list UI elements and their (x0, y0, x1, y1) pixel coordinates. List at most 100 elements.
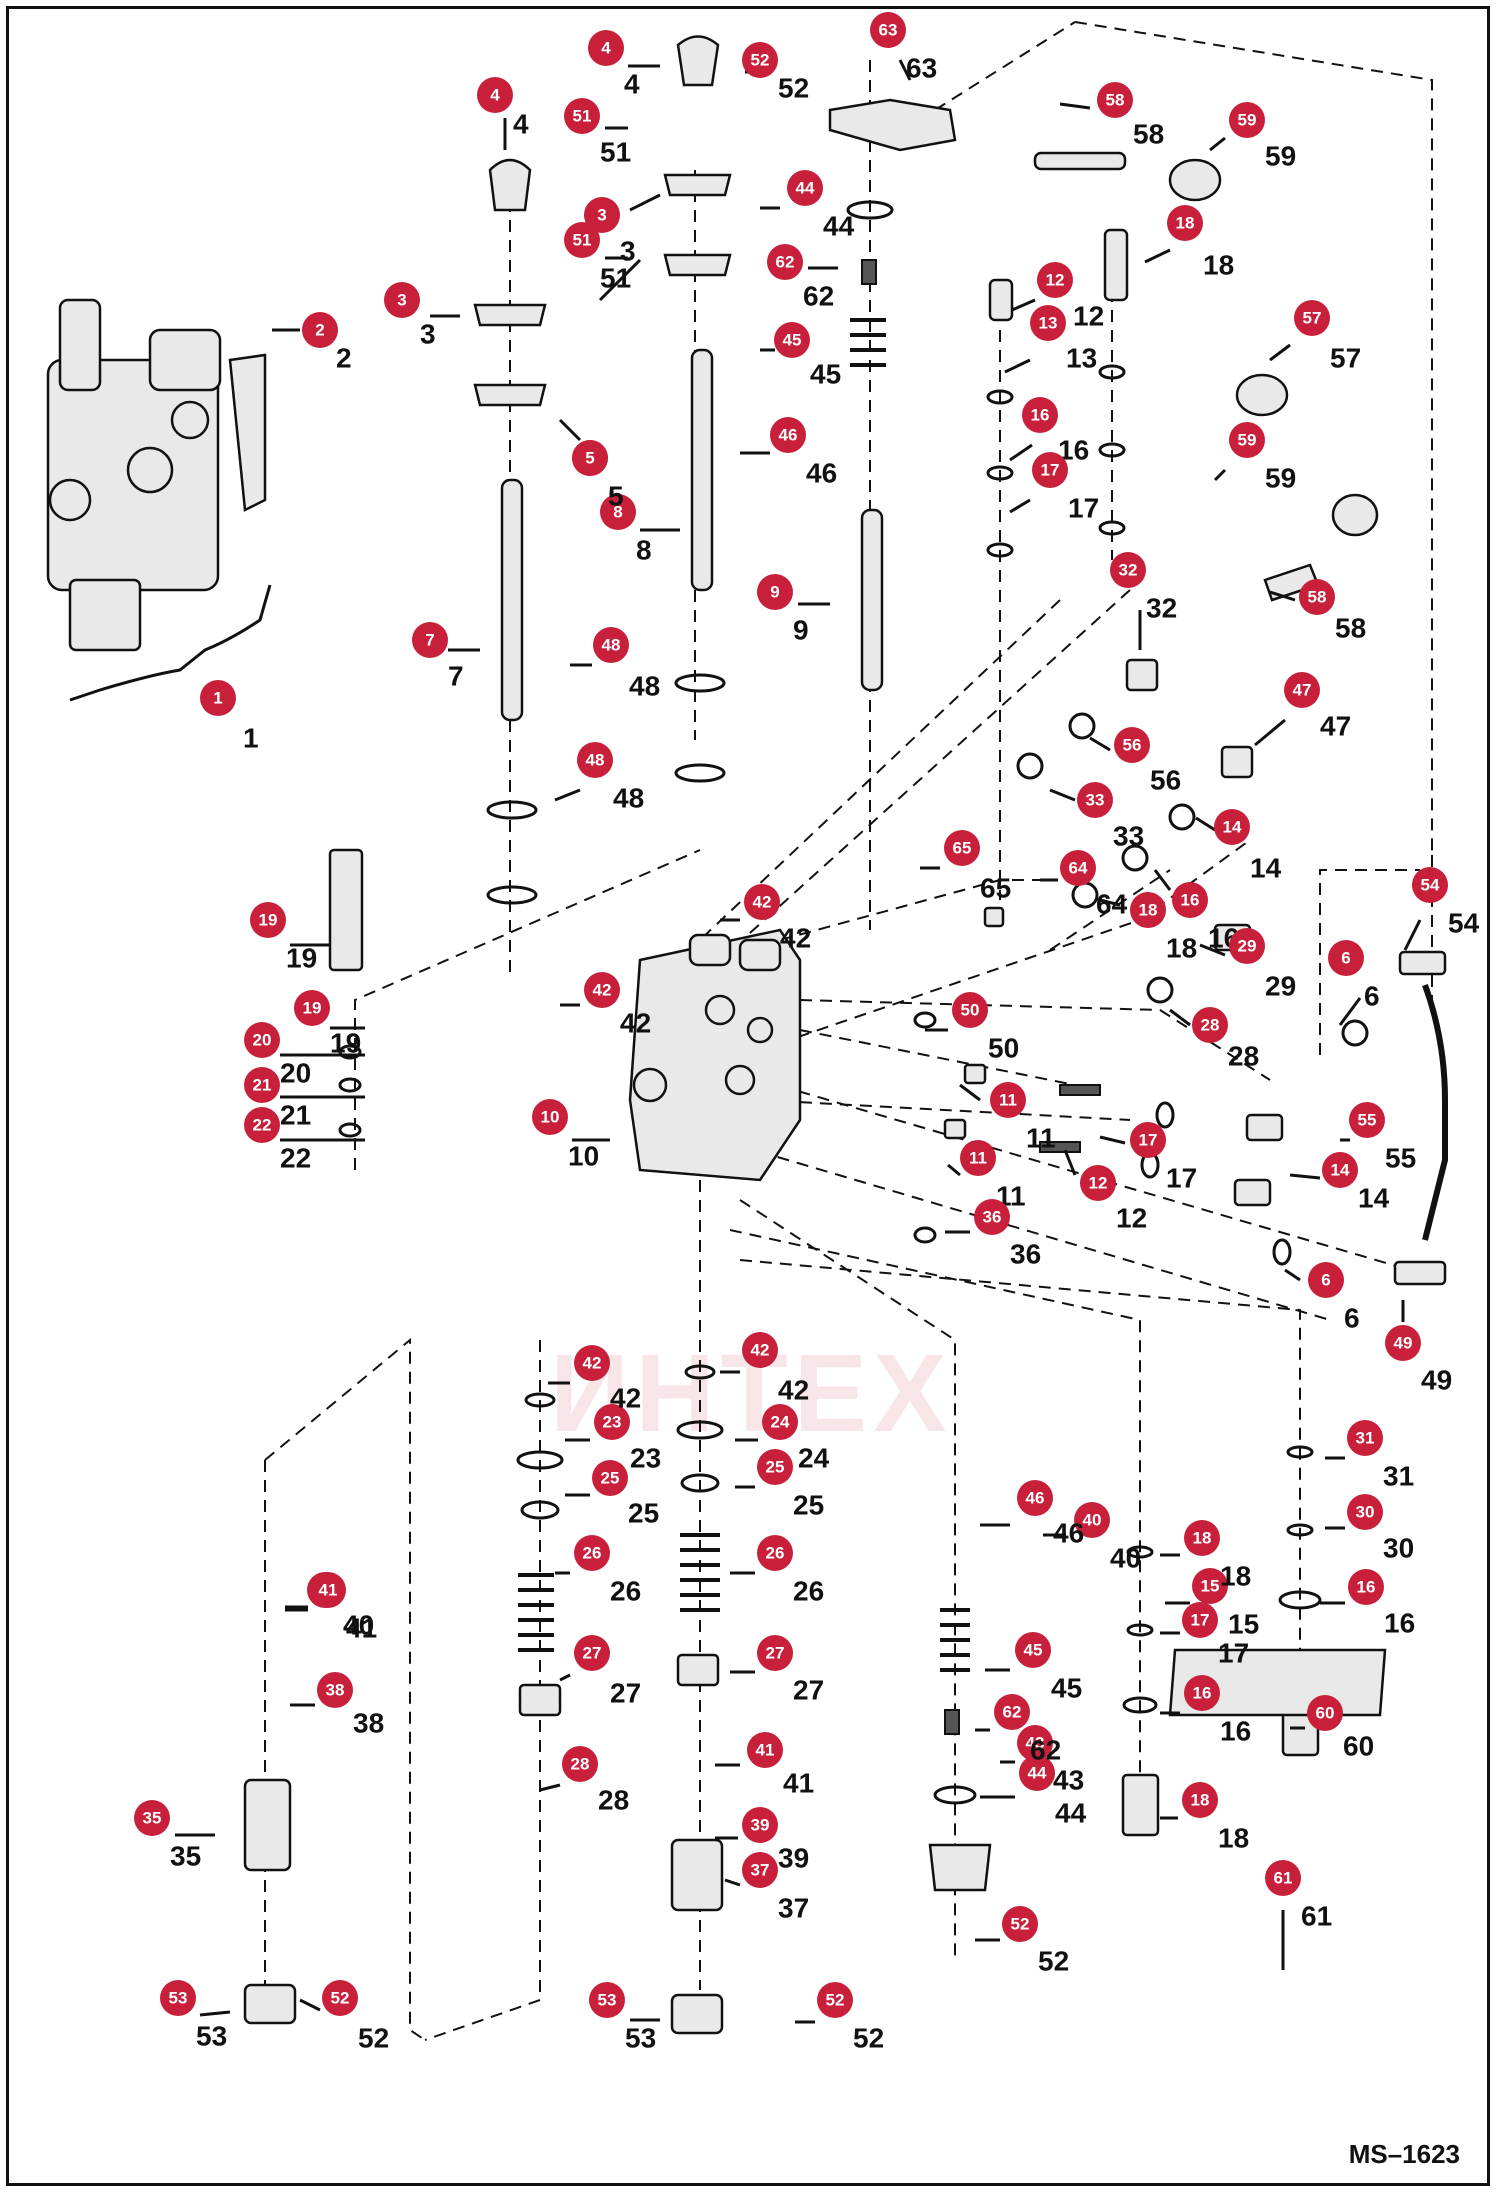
leader-line (1144, 248, 1171, 264)
leader-line (1099, 1135, 1126, 1145)
callout-circle (1017, 1725, 1053, 1761)
callout-badge: 60 (1307, 1695, 1343, 1731)
callout-badge: 27 (757, 1635, 793, 1671)
part-number-label: 6 (1344, 1303, 1360, 1334)
callout-number: 27 (583, 1644, 602, 1663)
callout-number: 3 (597, 206, 606, 225)
callout-circle (564, 222, 600, 258)
callout-number: 45 (1024, 1641, 1043, 1660)
callout-number: 51 (573, 107, 592, 126)
callout-circle (200, 680, 236, 716)
callout-number: 49 (1394, 1334, 1413, 1353)
callout-number: 11 (969, 1149, 987, 1168)
leader-line (1099, 898, 1121, 907)
leader-line (1009, 443, 1033, 462)
callout-circle (952, 992, 988, 1028)
callout-badge: 14 (1214, 809, 1250, 845)
callout-number: 12 (1046, 271, 1065, 290)
callout-badge: 50 (952, 992, 988, 1028)
callout-number: 24 (771, 1413, 790, 1432)
callout-circle (1229, 422, 1265, 458)
callout-number: 65 (953, 839, 972, 858)
part-number-label: 43 (1053, 1765, 1084, 1796)
callout-badge: 52 (1002, 1906, 1038, 1942)
callout-badge: 21 (244, 1067, 280, 1103)
callout-number: 44 (1028, 1764, 1047, 1783)
callout-number: 26 (766, 1544, 785, 1563)
part-number-label: 31 (1383, 1461, 1414, 1492)
callout-circle (757, 574, 793, 610)
callout-number: 11 (999, 1091, 1017, 1110)
callout-number: 16 (1193, 1684, 1212, 1703)
part-number-label: 41 (783, 1768, 814, 1799)
part-number-label: 25 (628, 1498, 659, 1529)
callout-number: 38 (326, 1681, 345, 1700)
callout-number: 48 (602, 636, 621, 655)
callout-circle (564, 98, 600, 134)
part-number-label: 53 (625, 2023, 656, 2054)
callout-badge: 54 (1412, 867, 1448, 903)
part-number-label: 44 (1055, 1798, 1087, 1829)
callout-badge: 12 (1037, 262, 1073, 298)
callout-circle (294, 990, 330, 1026)
callout-circle (1265, 1860, 1301, 1896)
part-number-label: 52 (358, 2023, 389, 2054)
callout-number: 7 (425, 631, 434, 650)
callout-number: 46 (779, 426, 798, 445)
callout-circle (1130, 892, 1166, 928)
part-number-label: 17 (1068, 493, 1099, 524)
callout-badge: 18 (1184, 1520, 1220, 1556)
callout-circle (1030, 305, 1066, 341)
callout-circle (1322, 1152, 1358, 1188)
callout-badge: 15 (1192, 1568, 1228, 1604)
leader-line (1153, 869, 1172, 891)
callout-number: 17 (1139, 1131, 1158, 1150)
part-number-label: 28 (598, 1785, 629, 1816)
callout-circle (1017, 1480, 1053, 1516)
callout-number: 64 (1069, 859, 1088, 878)
callout-badge: 18 (1167, 205, 1203, 241)
part-number-label: 58 (1133, 119, 1164, 150)
callout-circle (302, 312, 338, 348)
callout-number: 31 (1356, 1429, 1375, 1448)
callout-number: 57 (1303, 309, 1322, 328)
callout-circle (1182, 1602, 1218, 1638)
part-number-label: 26 (793, 1576, 824, 1607)
part-number-label: 3 (420, 319, 436, 350)
callout-badge: 42 (574, 1345, 610, 1381)
callout-number: 14 (1331, 1161, 1350, 1180)
part-number-label: 39 (778, 1843, 809, 1874)
part-number-label: 55 (1385, 1143, 1416, 1174)
callout-number: 42 (753, 893, 772, 912)
callout-circle (744, 884, 780, 920)
part-number-label: 25 (793, 1490, 824, 1521)
callout-number: 41 (756, 1741, 775, 1760)
callout-number: 13 (1039, 314, 1058, 333)
callout-badge: 64 (1060, 850, 1096, 886)
callout-badge: 8 (600, 494, 636, 530)
callout-badge: 56 (1114, 727, 1150, 763)
callout-circle (1307, 1695, 1343, 1731)
callout-badge: 59 (1229, 102, 1265, 138)
part-number-label: 54 (1448, 908, 1480, 939)
callout-number: 17 (1191, 1611, 1210, 1630)
callout-badge: 13 (1030, 305, 1066, 341)
part-number-label: 40 (343, 1610, 374, 1641)
callout-circle (1167, 205, 1203, 241)
callout-badge: 3 (584, 197, 620, 233)
callout-circle (317, 1672, 353, 1708)
callout-badge: 61 (1265, 1860, 1301, 1896)
callout-circle (1080, 1165, 1116, 1201)
callout-number: 8 (613, 503, 622, 522)
leader-line (959, 1083, 981, 1102)
callout-badge: 25 (757, 1449, 793, 1485)
callout-number: 4 (601, 39, 611, 58)
part-number-label: 46 (1053, 1518, 1084, 1549)
part-number-label: 52 (853, 2023, 884, 2054)
callout-badge: 44 (787, 170, 823, 206)
callout-badge: 23 (594, 1404, 630, 1440)
callout-badge: 62 (767, 244, 803, 280)
leader-line (1011, 298, 1036, 312)
part-number-label: 42 (610, 1383, 641, 1414)
callout-badge: 35 (134, 1800, 170, 1836)
